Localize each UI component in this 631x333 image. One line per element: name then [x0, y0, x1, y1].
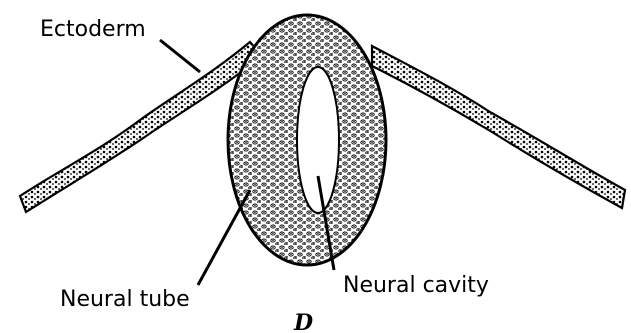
- panel-letter: D: [293, 310, 313, 333]
- ectoderm-left-band: [20, 42, 262, 212]
- neural-cavity: [297, 67, 339, 213]
- neural-tube-label: Neural tube: [60, 287, 190, 312]
- ectoderm-right-band: [372, 46, 625, 208]
- ectoderm-label: Ectoderm: [40, 17, 146, 42]
- ectoderm-leader-line: [160, 40, 200, 72]
- neural-tube-leader-line: [198, 190, 250, 285]
- neural-cavity-label: Neural cavity: [343, 273, 489, 298]
